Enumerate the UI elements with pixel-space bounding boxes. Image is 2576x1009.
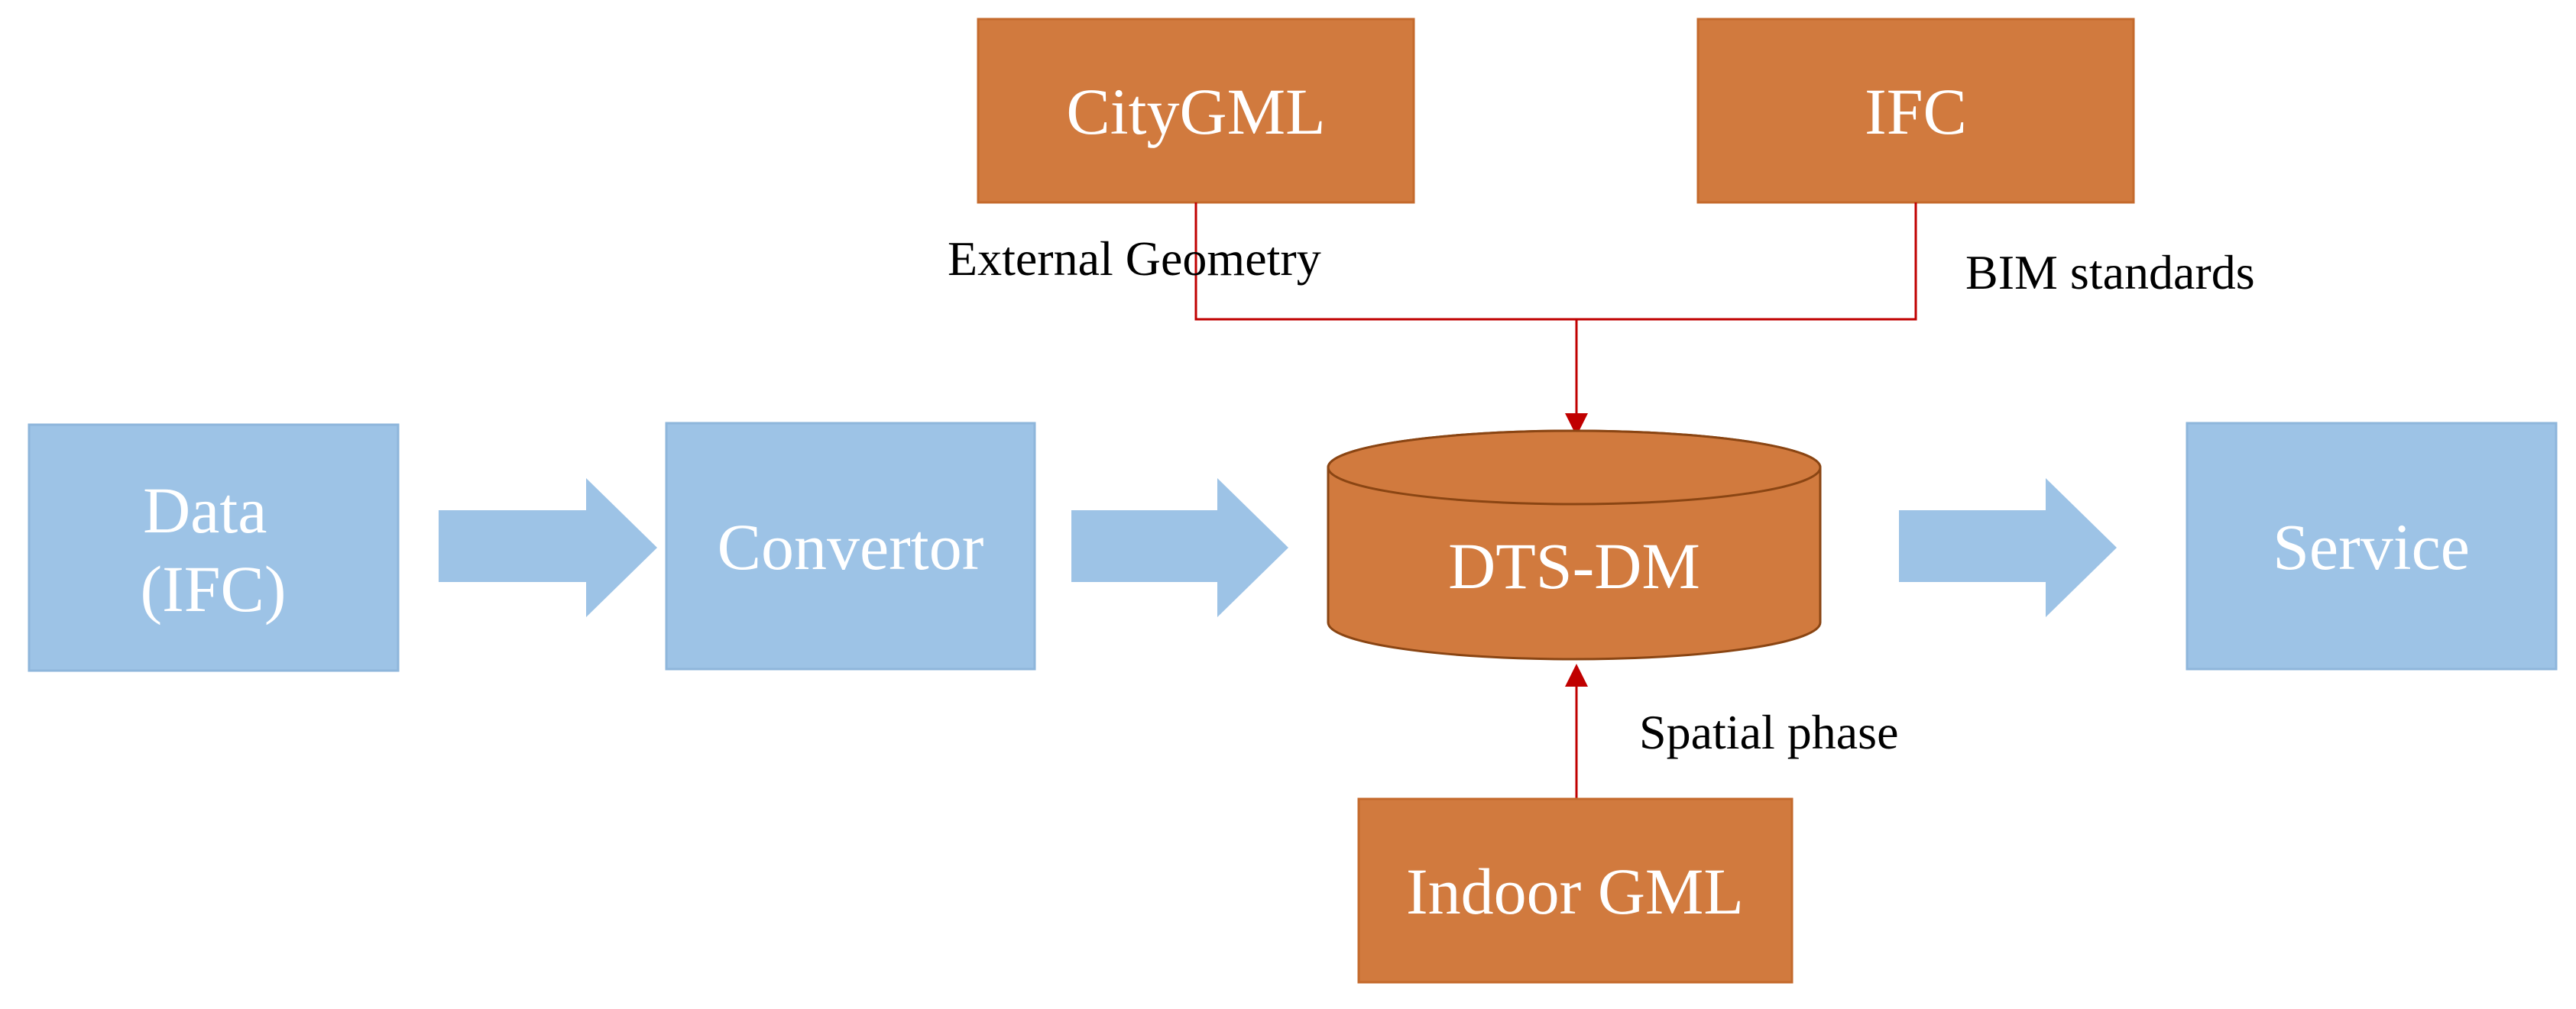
spatial-phase-label: Spatial phase [1639,705,1898,759]
service-box [2186,422,2558,671]
citygml-label: CityGML [1066,75,1325,148]
dts-dm-label: DTS-DM [1448,529,1700,603]
dts-dm-cylinder-top [1327,429,1822,506]
flow-arrow-2 [1071,478,1288,617]
indoor-gml-label: Indoor GML [1406,855,1744,928]
indoor-gml-box [1357,797,1793,984]
ifc-label: IFC [1865,75,1967,148]
data-label-line1: Data [143,474,267,547]
convertor-box [665,422,1036,671]
dts-dm-database [1327,429,1822,661]
service-label: Service [2273,510,2470,584]
data-label-line2: (IFC) [140,552,286,626]
bim-standards-label: BIM standards [1965,245,2255,299]
flow-arrow-3 [1899,478,2117,617]
citygml-connector [1194,202,1576,321]
external-geometry-label: External Geometry [948,231,1321,286]
citygml-box [977,18,1415,204]
ifc-box [1696,18,2135,204]
flow-arrow-1 [439,478,657,617]
convertor-label: Convertor [718,510,984,584]
data-box [28,423,400,672]
ifc-connector [1576,202,1917,321]
data-label: Data (IFC) [140,474,286,626]
